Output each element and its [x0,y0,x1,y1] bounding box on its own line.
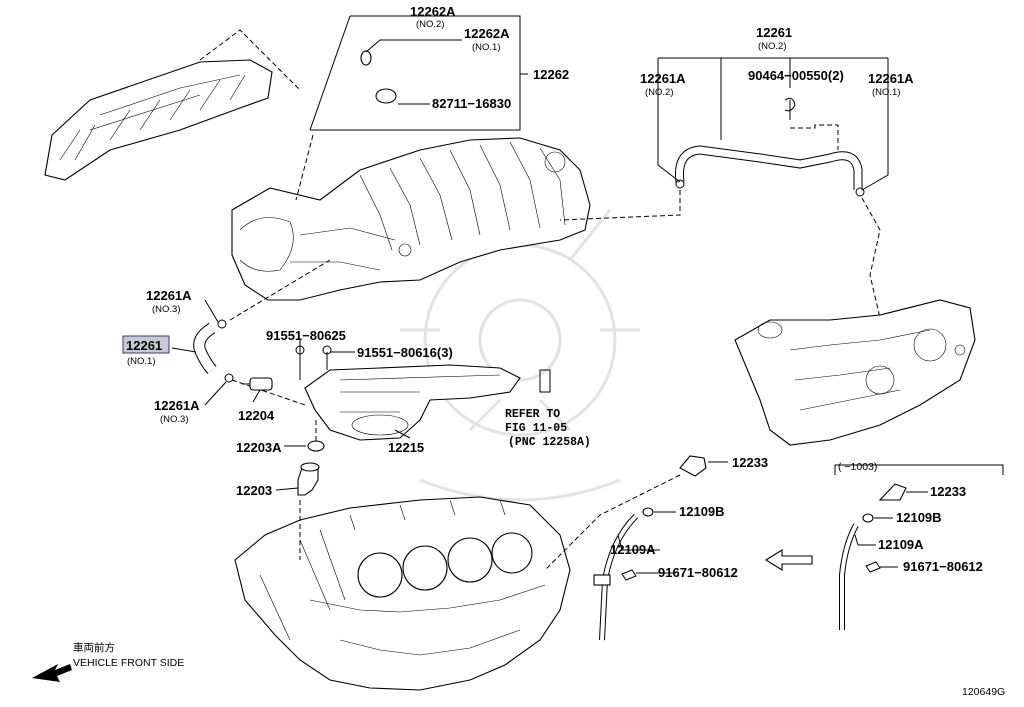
part-labels: 12262A (NO.2) 12262A (NO.1) 12262 82711−… [73,4,1005,698]
pcv-valve-12204 [242,377,273,391]
front-side-jp: 車両前方 [73,641,115,654]
label-12261-no1-highlight [122,335,170,354]
label-91551-80616: 91551−80616(3) [357,345,453,360]
label-12261A-no2-sub: (NO.2) [645,87,674,98]
label-91671-80612-a: 91671−80612 [658,565,738,580]
hose-12261-no1 [193,259,331,406]
label-12261A-no1-sub: (NO.1) [872,87,901,98]
left-arrow-icon [764,549,813,571]
pipe-12203 [297,462,320,496]
label-12233-b: 12233 [930,484,966,499]
label-12109A-b: 12109A [878,537,924,552]
dipstick-group-a [544,455,707,641]
label-12233-a: 12233 [732,455,768,470]
label-90464-00550: 90464−00550(2) [748,68,844,83]
label-12109B-a: 12109B [679,504,725,519]
label-91671-80612-b: 91671−80612 [903,559,983,574]
gasket-12203A [307,420,325,452]
label-12262A-no2: 12262A [410,4,456,19]
label-12203A: 12203A [236,440,282,455]
ventilation-case-12215 [295,345,551,441]
intake-manifold [231,137,591,301]
label-12109A-a: 12109A [610,542,656,557]
label-12261A-no3-top-sub: (NO.3) [152,304,181,315]
label-82711-16830: 82711−16830 [432,96,511,111]
label-12261A-no1: 12261A [868,71,914,86]
refer-line-1: REFER TO [505,408,560,421]
leader-lines [171,15,928,574]
label-12262: 12262 [533,67,569,82]
label-12262A-no1-sub: (NO.1) [472,42,501,53]
cylinder-block [234,496,571,691]
label-12261A-no3-bot: 12261A [154,398,200,413]
cylinder-head-cover-left [44,29,301,181]
label-12203: 12203 [236,483,272,498]
label-12261A-no2: 12261A [640,71,686,86]
label-12109B-b: 12109B [896,510,942,525]
pcv-hose-12261-no2 [559,97,881,319]
dipstick-group-b [834,464,1004,630]
label-12262A-no1: 12262A [464,26,510,41]
label-12261-no2-sub: (NO.2) [758,41,787,52]
label-12261A-no3-top: 12261A [146,288,192,303]
front-side-en: VEHICLE FRONT SIDE [73,657,184,669]
label-12262A-no2-sub: (NO.2) [416,19,445,30]
label-12261A-no3-bot-sub: (NO.3) [160,414,189,425]
label-12261-no1-sub: (NO.1) [127,356,156,367]
refer-line-3: (PNC 12258A) [508,436,591,449]
diagram-code: 120649G [962,686,1005,698]
label-91551-80625: 91551−80625 [266,328,346,343]
label-12204: 12204 [238,408,275,423]
label-12261-no1: 12261 [126,338,162,353]
label-12215: 12215 [388,440,424,455]
label-12261-no2: 12261 [756,25,792,40]
vehicle-front-arrow-icon [32,664,72,682]
date-range: ( −1003) [838,461,877,473]
refer-line-2: FIG 11-05 [505,422,567,435]
hose-12262 [295,50,430,201]
cylinder-head-cover-right [734,299,976,446]
